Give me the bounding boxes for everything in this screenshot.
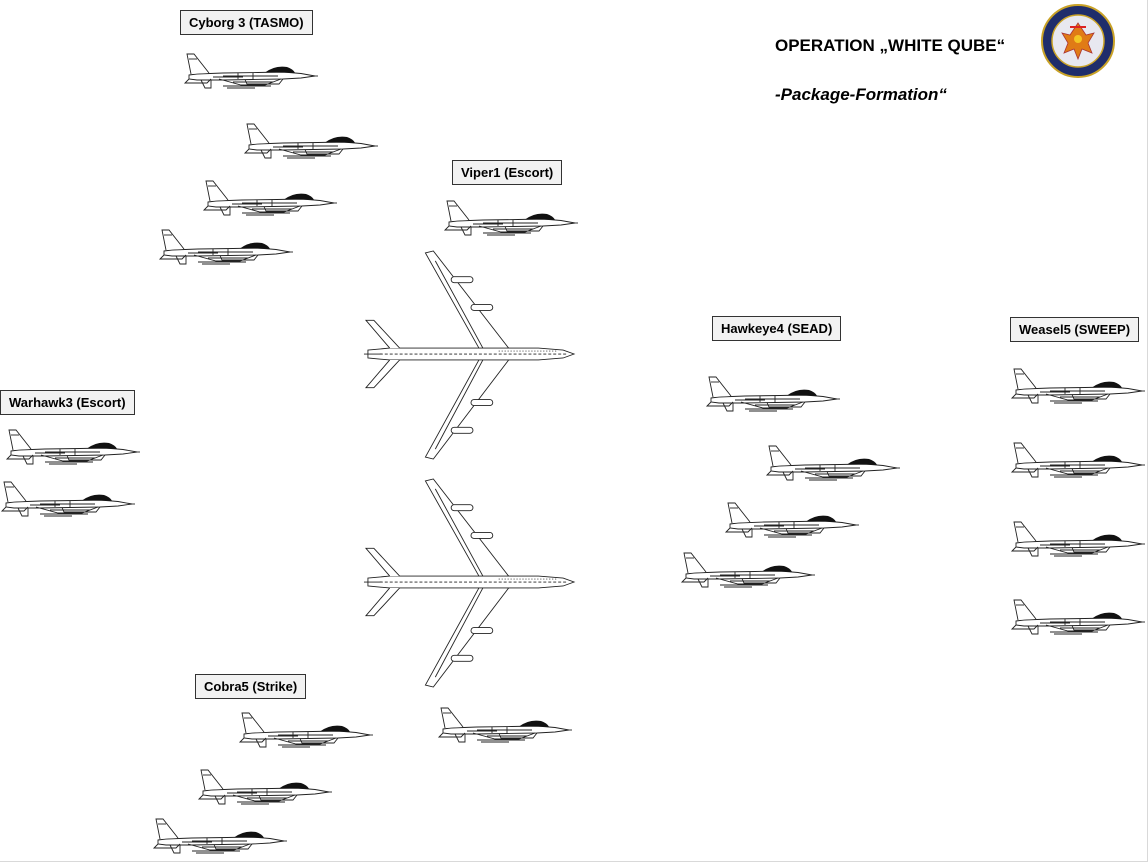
tanker-icon: [360, 478, 578, 690]
fighter-jet-icon: [705, 371, 840, 416]
fighter-jet-icon: [724, 497, 859, 542]
fighter-jet-icon: [680, 547, 815, 592]
fighter-jet-icon: [437, 702, 572, 747]
fighter-jet-icon: [1010, 516, 1145, 561]
operation-title: OPERATION „WHITE QUBE“: [775, 36, 1006, 55]
fighter-jet-icon: [158, 224, 293, 269]
fighter-jet-icon: [197, 764, 332, 809]
fighter-jet-icon: [765, 440, 900, 485]
flight-label-viper: Viper1 (Escort): [452, 160, 563, 185]
fighter-jet-icon: [1010, 363, 1145, 408]
fighter-jet-icon: [1010, 437, 1145, 482]
flight-label-cobra: Cobra5 (Strike): [195, 674, 307, 699]
fighter-jet-icon: [238, 707, 373, 752]
fighter-jet-icon: [152, 813, 287, 858]
tanker-icon: [360, 250, 578, 462]
flight-label-hawkeye: Hawkeye4 (SEAD): [712, 316, 842, 341]
fighter-jet-icon: [1010, 594, 1145, 639]
fighter-jet-icon: [243, 118, 378, 163]
fighter-jet-icon: [5, 424, 140, 469]
flight-label-weasel: Weasel5 (SWEEP): [1010, 317, 1140, 342]
squadron-emblem-icon: [1040, 3, 1116, 79]
flight-label-warhawk: Warhawk3 (Escort): [0, 390, 135, 415]
flight-label-cyborg: Cyborg 3 (TASMO): [180, 10, 313, 35]
fighter-jet-icon: [202, 175, 337, 220]
fighter-jet-icon: [443, 195, 578, 240]
formation-subtitle: -Package-Formation“: [775, 85, 947, 104]
fighter-jet-icon: [183, 48, 318, 93]
fighter-jet-icon: [0, 476, 135, 521]
